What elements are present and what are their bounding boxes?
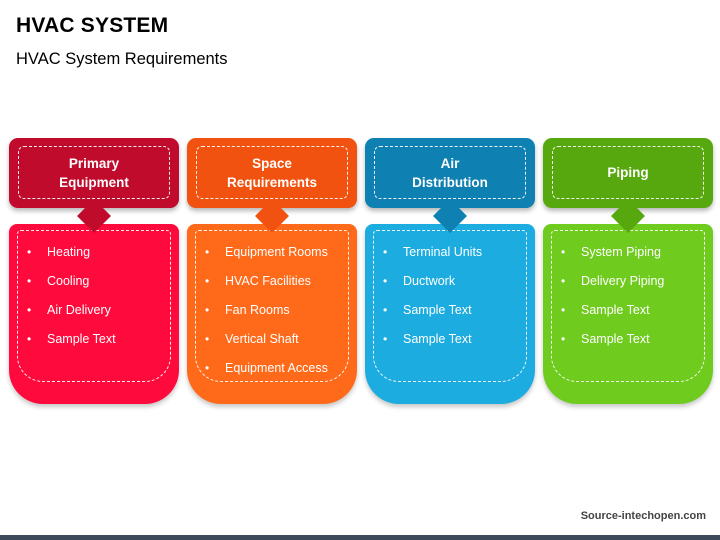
page-subtitle: HVAC System Requirements [16,50,228,68]
card-heading: Air Distribution [412,155,488,190]
list-item: Cooling [23,267,175,296]
card-header: Space Requirements [187,138,357,208]
list-item: Vertical Shaft [201,325,353,354]
list-item: Heating [23,238,175,267]
card-header-frame: Primary Equipment [18,146,170,199]
card-primary-equipment: Primary Equipment Heating Cooling Air De… [9,138,179,404]
card-header-frame: Air Distribution [374,146,526,199]
source-credit: Source-intechopen.com [580,510,706,522]
card-body: Terminal Units Ductwork Sample Text Samp… [365,224,535,404]
card-body: System Piping Delivery Piping Sample Tex… [543,224,713,404]
card-header: Primary Equipment [9,138,179,208]
card-piping: Piping System Piping Delivery Piping Sam… [543,138,713,404]
card-header-frame: Space Requirements [196,146,348,199]
list-item: Sample Text [23,325,175,354]
card-body: Heating Cooling Air Delivery Sample Text [9,224,179,404]
card-list: Heating Cooling Air Delivery Sample Text [23,238,175,354]
card-list: Terminal Units Ductwork Sample Text Samp… [379,238,531,354]
card-space-requirements: Space Requirements Equipment Rooms HVAC … [187,138,357,404]
list-item: Fan Rooms [201,296,353,325]
list-item: Equipment Rooms [201,238,353,267]
list-item: Sample Text [557,296,709,325]
list-item: Delivery Piping [557,267,709,296]
list-item: Sample Text [557,325,709,354]
card-heading: Space Requirements [226,155,318,190]
card-heading: Piping [607,165,649,180]
list-item: HVAC Facilities [201,267,353,296]
card-header-frame: Piping [552,146,704,199]
list-item: Terminal Units [379,238,531,267]
bottom-bar [0,535,720,540]
list-item: Ductwork [379,267,531,296]
card-list: Equipment Rooms HVAC Facilities Fan Room… [201,238,353,383]
card-header: Air Distribution [365,138,535,208]
page-title: HVAC SYSTEM [16,14,169,37]
list-item: Equipment Access [201,354,353,383]
card-heading: Primary Equipment [59,155,129,190]
list-item: Sample Text [379,325,531,354]
list-item: Sample Text [379,296,531,325]
card-body: Equipment Rooms HVAC Facilities Fan Room… [187,224,357,404]
card-air-distribution: Air Distribution Terminal Units Ductwork… [365,138,535,404]
list-item: Air Delivery [23,296,175,325]
card-header: Piping [543,138,713,208]
list-item: System Piping [557,238,709,267]
card-list: System Piping Delivery Piping Sample Tex… [557,238,709,354]
